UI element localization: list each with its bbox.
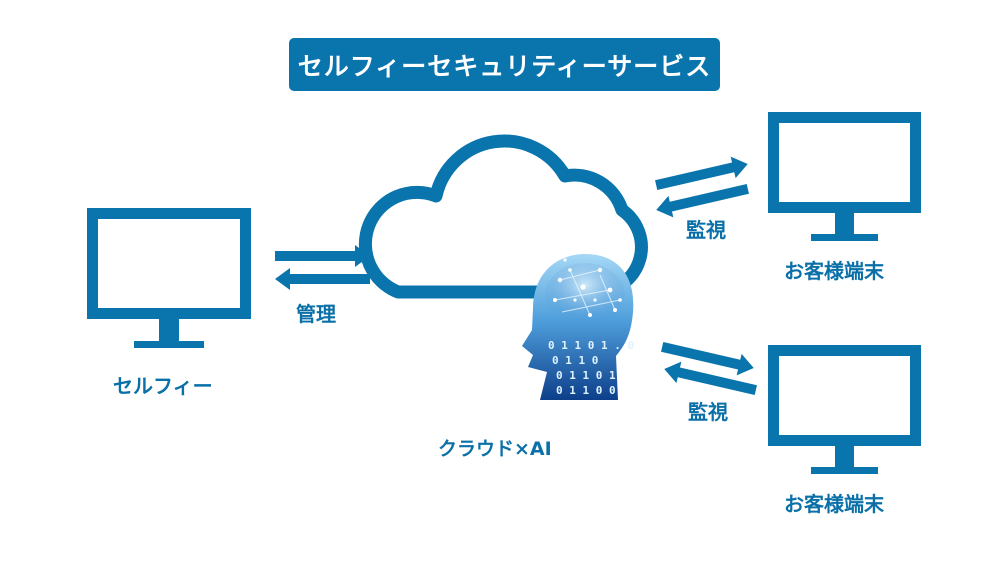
diagram-title: セルフィーセキュリティーサービス: [289, 38, 720, 91]
label-client-1: お客様端末: [784, 259, 884, 283]
label-selfie: セルフィー: [113, 374, 213, 398]
binary-line-4: 0 1 1 0 0: [556, 384, 616, 397]
label-client-2: お客様端末: [784, 492, 884, 516]
label-manage: 管理: [296, 302, 336, 326]
ai-head-icon: 0 1 1 0 1 . 0 0 1 1 0 0 1 1 0 1 0 1 1 0 …: [522, 254, 634, 400]
arrow-monitor-2: [661, 342, 757, 395]
label-cloud-ai: クラウド×AI: [438, 438, 552, 460]
arrow-manage: [275, 245, 370, 290]
arrow-monitor-1: [655, 156, 749, 218]
label-monitor-2: 監視: [688, 400, 728, 424]
label-monitor-1: 監視: [686, 218, 726, 242]
binary-line-1: 0 1 1 0 1 . 0: [548, 339, 634, 352]
monitor-client-2-icon: [768, 345, 921, 474]
monitor-client-1-icon: [768, 112, 921, 241]
binary-line-3: 0 1 1 0 1: [556, 369, 616, 382]
cloud-icon: [358, 134, 648, 299]
monitor-selfie-icon: [87, 208, 251, 348]
binary-line-2: 0 1 1 0: [552, 354, 598, 367]
